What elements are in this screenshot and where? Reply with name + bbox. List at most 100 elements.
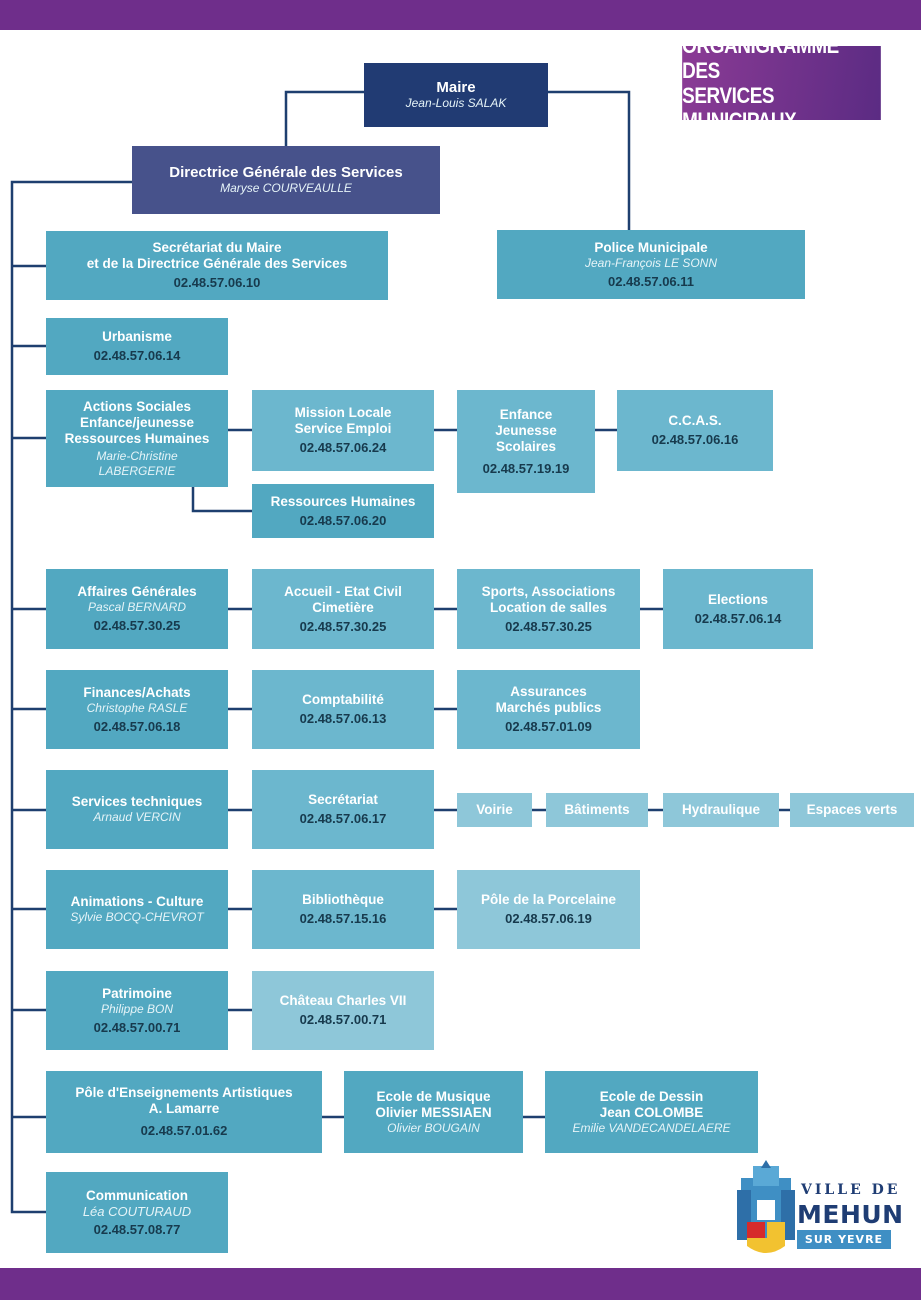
dessin-line2: Jean COLOMBE [599, 1104, 704, 1120]
batiments-title: Bâtiments [564, 802, 630, 817]
node-bibliotheque: Bibliothèque 02.48.57.15.16 [252, 870, 434, 949]
node-assurances: Assurances Marchés publics 02.48.57.01.0… [457, 670, 640, 749]
sports-line1: Sports, Associations [481, 583, 616, 599]
sports-phone: 02.48.57.30.25 [505, 618, 592, 634]
animations-person: Sylvie BOCQ-CHEVROT [70, 910, 204, 924]
node-comptabilite: Comptabilité 02.48.57.06.13 [252, 670, 434, 749]
mission-locale-line2: Service Emploi [294, 421, 392, 436]
actions-sociales-line1: Actions Sociales [82, 398, 192, 414]
maire-person: Jean-Louis SALAK [405, 95, 507, 110]
assurances-phone: 02.48.57.01.09 [505, 719, 592, 734]
node-porcelaine: Pôle de la Porcelaine 02.48.57.06.19 [457, 870, 640, 949]
city-logo: VILLE DE MEHUN SUR YEVRE [733, 1160, 903, 1260]
node-sports: Sports, Associations Location de salles … [457, 569, 640, 649]
elections-phone: 02.48.57.06.14 [694, 610, 782, 626]
node-hydraulique: Hydraulique [663, 793, 779, 827]
musique-line1: Ecole de Musique [376, 1088, 491, 1104]
services-techniques-person: Arnaud VERCIN [93, 810, 181, 824]
musique-person: Olivier BOUGAIN [387, 1120, 480, 1135]
node-urbanisme: Urbanisme 02.48.57.06.14 [46, 318, 228, 375]
actions-sociales-line2: Enfance/jeunesse [79, 414, 195, 430]
dessin-line1: Ecole de Dessin [599, 1088, 704, 1104]
node-dgs: Directrice Générale des Services Maryse … [132, 146, 440, 214]
assurances-line1: Assurances [510, 684, 587, 699]
finances-person: Christophe RASLE [86, 700, 188, 715]
accueil-phone: 02.48.57.30.25 [299, 618, 387, 634]
pole-enseignements-line1: Pôle d'Enseignements Artistiques [75, 1085, 293, 1100]
node-actions-sociales: Actions Sociales Enfance/jeunesse Ressou… [46, 390, 228, 487]
bibliotheque-title: Bibliothèque [302, 892, 384, 907]
secretariat-maire-phone: 02.48.57.06.10 [173, 275, 261, 290]
secretariat-st-title: Secrétariat [308, 792, 378, 807]
enfance-phone: 02.48.57.19.19 [482, 460, 570, 476]
affaires-generales-person: Pascal BERNARD [87, 600, 187, 614]
voirie-title: Voirie [476, 802, 513, 817]
node-affaires-generales: Affaires Générales Pascal BERNARD 02.48.… [46, 569, 228, 649]
node-animations: Animations - Culture Sylvie BOCQ-CHEVROT [46, 870, 228, 949]
secretariat-maire-line1: Secrétariat du Maire [152, 240, 282, 255]
node-espaces-verts: Espaces verts [790, 793, 914, 827]
pole-enseignements-phone: 02.48.57.01.62 [140, 1123, 228, 1138]
police-title: Police Municipale [594, 239, 708, 255]
maire-title: Maire [436, 78, 476, 96]
pole-enseignements-line2: A. Lamarre [148, 1101, 220, 1116]
porcelaine-title: Pôle de la Porcelaine [480, 892, 617, 907]
dgs-person: Maryse COURVEAULLE [220, 180, 352, 195]
communication-person: Léa COUTURAUD [82, 1203, 192, 1219]
node-patrimoine: Patrimoine Philippe BON 02.48.57.00.71 [46, 971, 228, 1050]
ccas-title: C.C.A.S. [668, 413, 722, 428]
animations-title: Animations - Culture [70, 894, 204, 909]
enfance-line2: Jeunesse [495, 422, 557, 438]
ccas-phone: 02.48.57.06.16 [651, 432, 739, 447]
node-maire: Maire Jean-Louis SALAK [364, 63, 548, 127]
patrimoine-title: Patrimoine [102, 985, 172, 1001]
affaires-generales-title: Affaires Générales [77, 584, 197, 599]
accueil-line1: Accueil - Etat Civil [284, 583, 402, 599]
mission-locale-line1: Mission Locale [294, 405, 392, 420]
chateau-title: Château Charles VII [279, 993, 407, 1008]
ressources-humaines-phone: 02.48.57.06.20 [299, 512, 387, 528]
finances-title: Finances/Achats [83, 684, 191, 700]
node-communication: Communication Léa COUTURAUD 02.48.57.08.… [46, 1172, 228, 1253]
sports-line2: Location de salles [489, 599, 608, 615]
ressources-humaines-title: Ressources Humaines [270, 493, 416, 509]
musique-line2: Olivier MESSIAEN [375, 1104, 492, 1120]
node-accueil: Accueil - Etat Civil Cimetière 02.48.57.… [252, 569, 434, 649]
enfance-line1: Enfance [499, 406, 553, 422]
secretariat-maire-line2: et de la Directrice Générale des Service… [86, 256, 348, 271]
node-ccas: C.C.A.S. 02.48.57.06.16 [617, 390, 773, 471]
node-ecole-musique: Ecole de Musique Olivier MESSIAEN Olivie… [344, 1071, 523, 1153]
node-finances: Finances/Achats Christophe RASLE 02.48.5… [46, 670, 228, 749]
urbanisme-phone: 02.48.57.06.14 [93, 348, 181, 363]
bibliotheque-phone: 02.48.57.15.16 [299, 911, 387, 926]
assurances-line2: Marchés publics [495, 700, 602, 715]
actions-sociales-person1: Marie-Christine [96, 448, 178, 463]
espaces-verts-title: Espaces verts [806, 802, 898, 817]
node-ecole-dessin: Ecole de Dessin Jean COLOMBE Emilie VAND… [545, 1071, 758, 1153]
castle-icon [737, 1160, 795, 1253]
node-voirie: Voirie [457, 793, 532, 827]
node-secretariat-maire: Secrétariat du Maire et de la Directrice… [46, 231, 388, 300]
mission-locale-phone: 02.48.57.06.24 [299, 440, 387, 455]
secretariat-st-phone: 02.48.57.06.17 [299, 811, 387, 826]
node-services-techniques: Services techniques Arnaud VERCIN [46, 770, 228, 849]
logo-line2: MEHUN [797, 1200, 904, 1229]
title-line-2: SERVICES MUNICIPAUX [682, 83, 797, 133]
dessin-person: Emilie VANDECANDELAERE [572, 1120, 731, 1135]
patrimoine-person: Philippe BON [100, 1001, 174, 1016]
node-police: Police Municipale Jean-François LE SONN … [497, 230, 805, 299]
node-secretariat-st: Secrétariat 02.48.57.06.17 [252, 770, 434, 849]
police-phone: 02.48.57.06.11 [607, 273, 695, 289]
page-title: ORGANIGRAMME DES SERVICES MUNICIPAUX [682, 33, 881, 133]
node-chateau: Château Charles VII 02.48.57.00.71 [252, 971, 434, 1050]
node-mission-locale: Mission Locale Service Emploi 02.48.57.0… [252, 390, 434, 471]
comptabilite-title: Comptabilité [302, 692, 384, 707]
comptabilite-phone: 02.48.57.06.13 [299, 711, 387, 726]
elections-title: Elections [707, 591, 769, 607]
police-person: Jean-François LE SONN [584, 255, 718, 270]
hydraulique-title: Hydraulique [681, 802, 760, 817]
accueil-line2: Cimetière [312, 599, 374, 615]
actions-sociales-line3: Ressources Humaines [64, 430, 210, 446]
bottom-band [0, 1268, 921, 1300]
